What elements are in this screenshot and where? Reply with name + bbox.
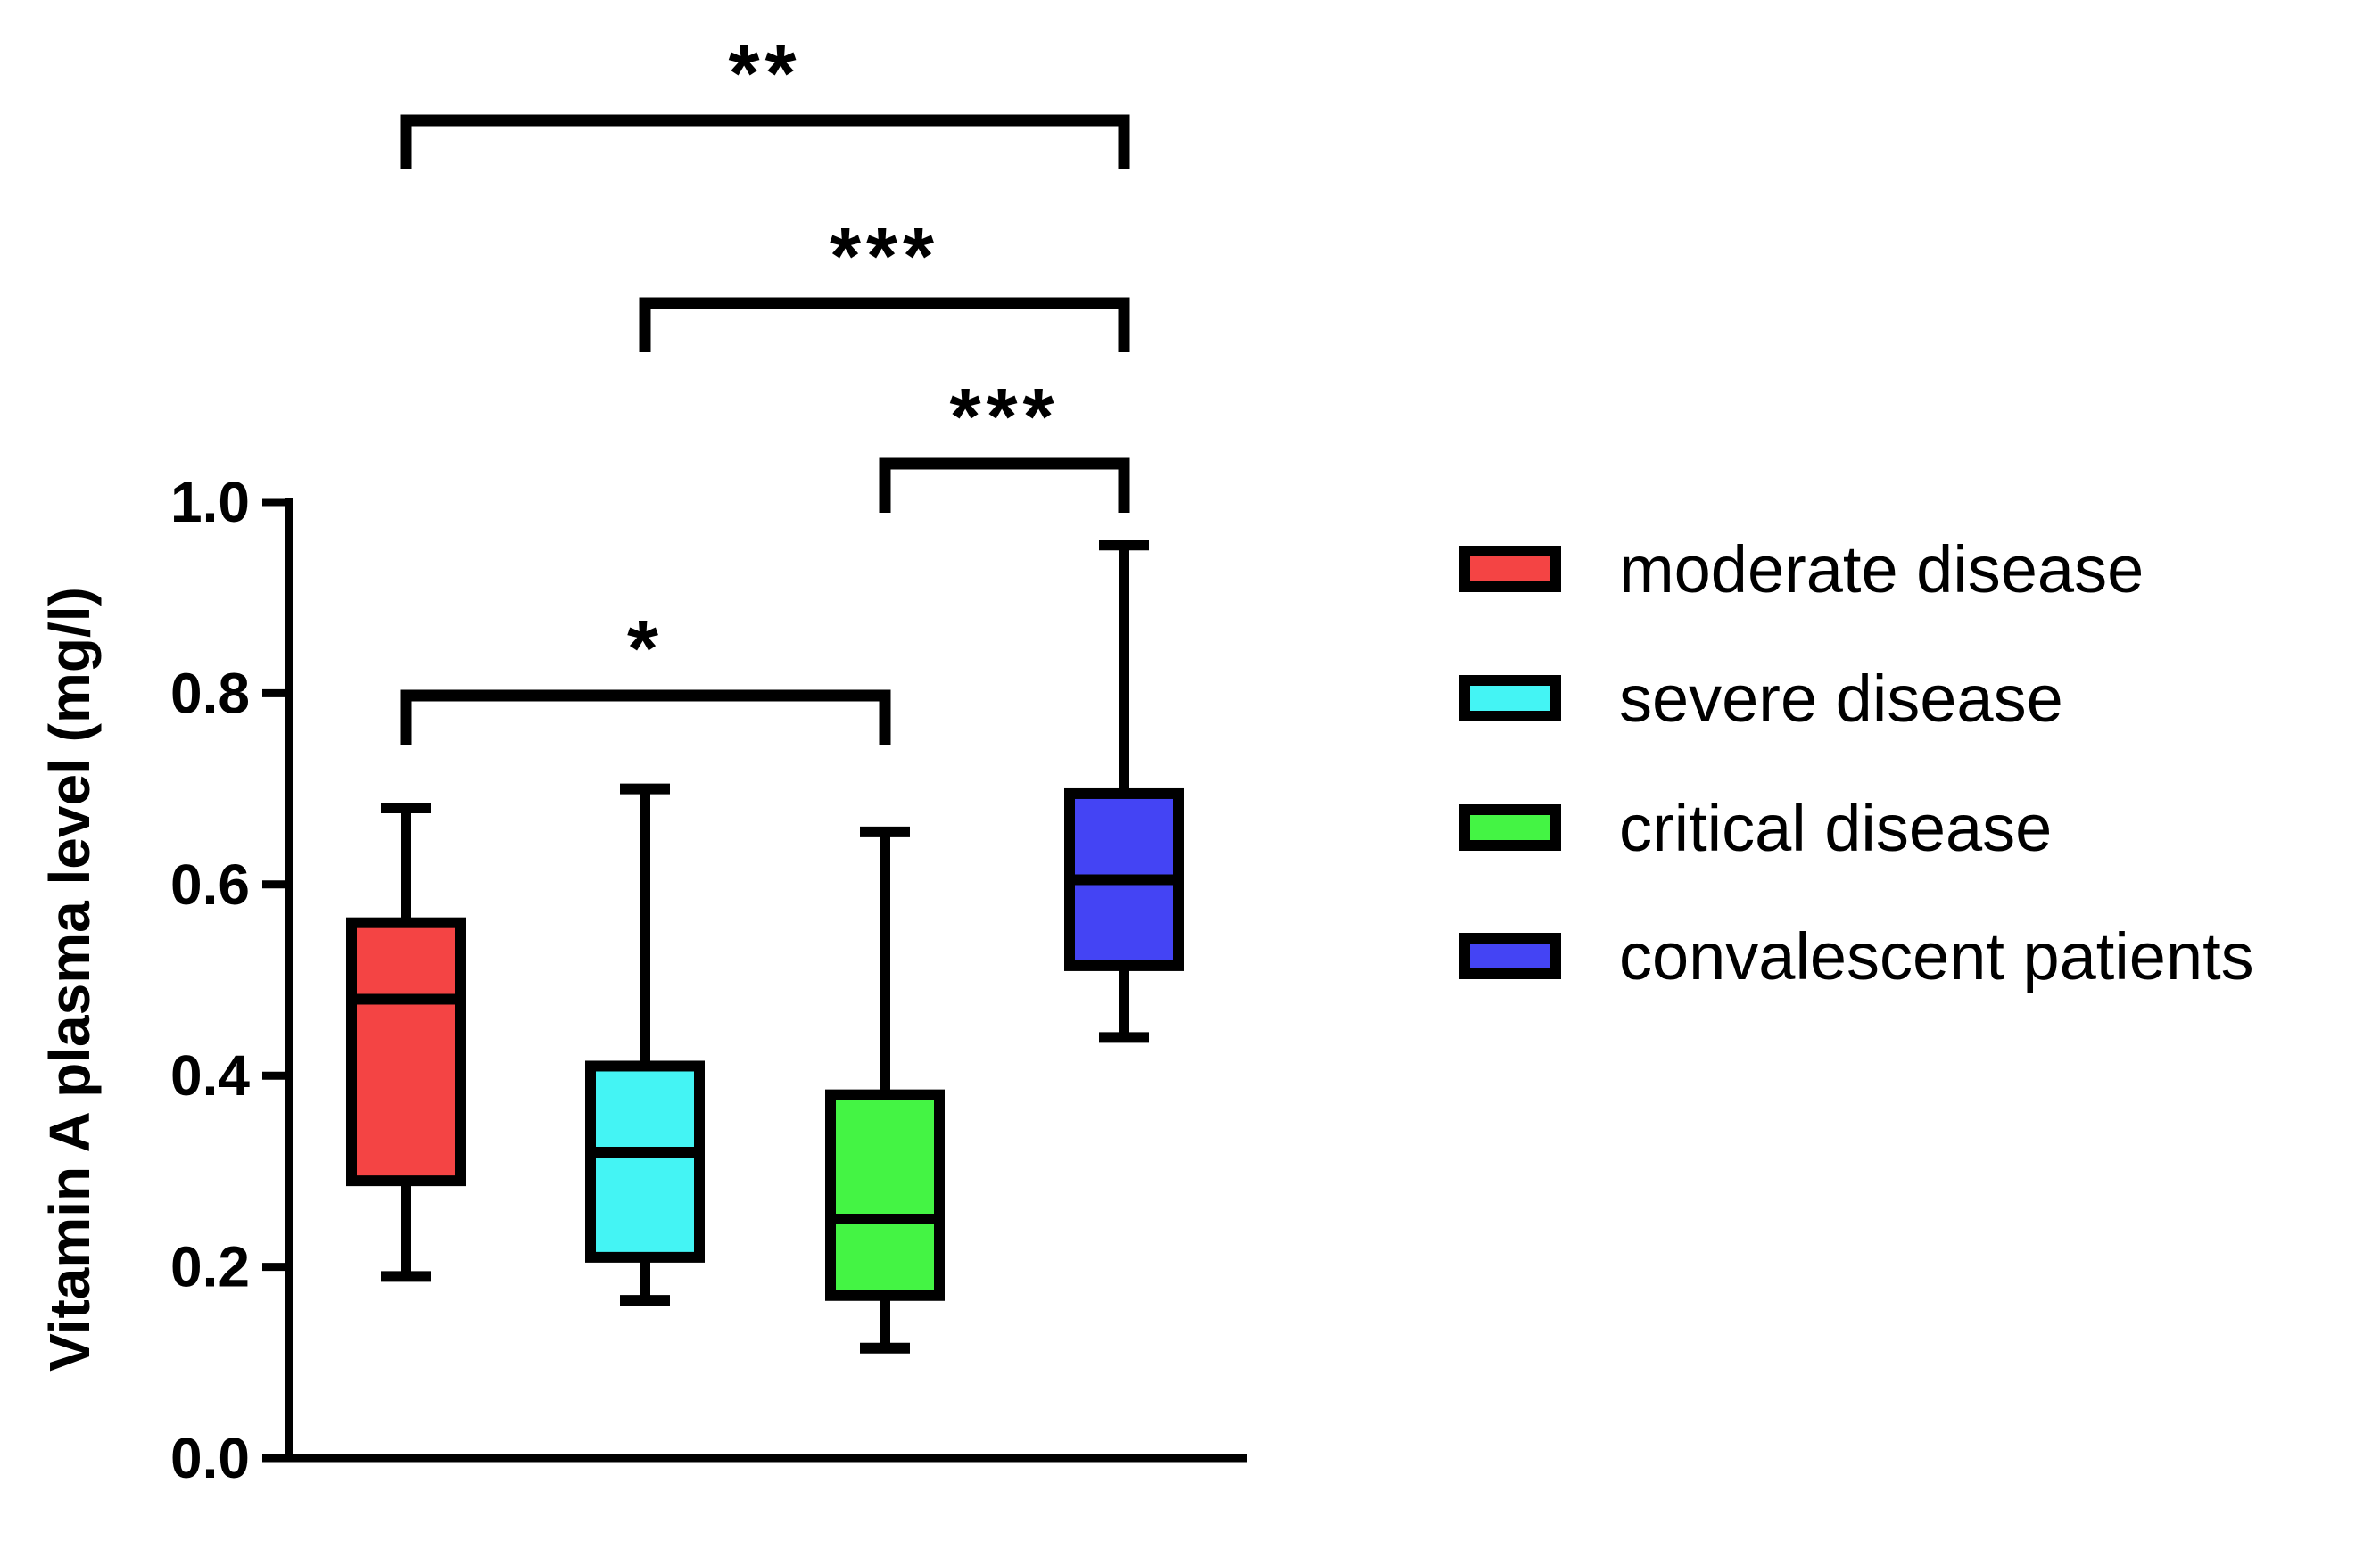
legend-item: severe disease: [1459, 662, 2063, 736]
legend-label: severe disease: [1619, 662, 2063, 736]
legend-label: critical disease: [1619, 791, 2052, 865]
legend: moderate disease severe disease critical d…: [1459, 532, 2254, 993]
significance-bracket: ***: [879, 373, 1130, 513]
axes: [285, 498, 1247, 1463]
y-tick-label: 0.0: [170, 1426, 250, 1490]
y-tick-label: 1.0: [170, 470, 250, 534]
legend-label: convalescent patients: [1619, 919, 2254, 993]
significance-label: *: [627, 605, 664, 694]
y-ticks: 0.0 0.2 0.4 0.6 0.8 1.0: [170, 470, 289, 1490]
significance-bracket: *: [400, 605, 891, 745]
box-group: [825, 826, 945, 1354]
y-tick-label: 0.6: [170, 853, 250, 917]
box-group: [585, 783, 705, 1306]
boxes: [346, 540, 1184, 1354]
significance-label: ***: [830, 212, 939, 301]
y-tick-label: 0.2: [170, 1235, 250, 1299]
legend-label: moderate disease: [1619, 532, 2144, 606]
y-axis-title: Vitamin A plasma level (mg/l): [37, 587, 102, 1372]
significance-brackets: *********: [400, 29, 1130, 745]
y-tick-label: 0.4: [170, 1043, 250, 1108]
legend-item: critical disease: [1459, 791, 2052, 865]
legend-swatch: [1459, 804, 1561, 851]
significance-label: ***: [949, 373, 1059, 462]
bracket-line: [879, 457, 1130, 513]
box-iqr: [346, 917, 466, 1187]
significance-bracket: **: [400, 29, 1130, 169]
legend-swatch: [1459, 933, 1561, 979]
bracket-line: [400, 689, 891, 745]
bracket-line: [400, 114, 1130, 169]
box-iqr: [825, 1089, 945, 1301]
box-group: [1064, 540, 1184, 1043]
y-tick-label: 0.8: [170, 661, 250, 725]
significance-bracket: ***: [639, 212, 1130, 352]
legend-item: moderate disease: [1459, 532, 2144, 606]
box-iqr: [585, 1060, 705, 1263]
box-group: [346, 803, 466, 1282]
significance-label: **: [728, 29, 801, 119]
legend-swatch: [1459, 675, 1561, 721]
bracket-line: [639, 297, 1130, 352]
legend-swatch: [1459, 546, 1561, 592]
legend-item: convalescent patients: [1459, 919, 2254, 993]
